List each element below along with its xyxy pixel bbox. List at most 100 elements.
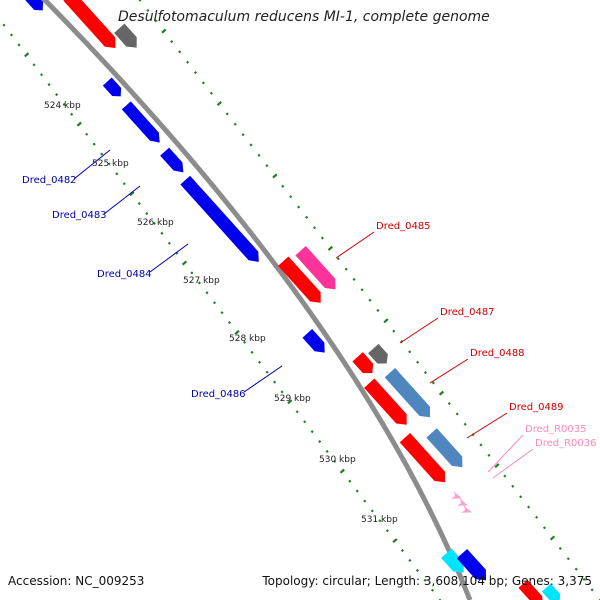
tick-dot (535, 515, 539, 519)
tick-dot (339, 468, 345, 474)
tick-dot (325, 449, 329, 453)
gene-label[interactable]: Dred_0483 (52, 210, 107, 221)
tick-dot (137, 201, 141, 206)
gene-arrow (63, 0, 116, 49)
tick-dot (272, 173, 278, 179)
tick-dot (590, 588, 594, 592)
tick-dot (100, 152, 104, 156)
label-leader-lines (73, 149, 534, 479)
tick-dot (511, 484, 515, 488)
tick-dot (415, 568, 419, 572)
gene-arrow (456, 548, 487, 581)
gene-arrow (278, 256, 321, 303)
gene-arrow (302, 328, 325, 353)
tick-dot (76, 121, 82, 127)
tick-dot (305, 215, 309, 219)
tick-dot (154, 19, 158, 23)
tick-label: 528 kbp (229, 334, 266, 344)
tick-dot (360, 288, 364, 292)
gene-label[interactable]: Dred_0487 (440, 307, 495, 318)
tick-dot (70, 112, 74, 116)
gene-arrow (352, 352, 374, 374)
tick-dot (487, 453, 491, 457)
tick-dot (209, 91, 213, 95)
tick-dot (265, 164, 269, 168)
tick-dot (186, 60, 190, 64)
tick-dot (129, 191, 135, 197)
tick-dot (400, 548, 404, 553)
accession-text: Accession: NC_009253 (8, 574, 145, 588)
leader-line (399, 317, 439, 344)
tick-dot (318, 439, 322, 444)
tick-dot (297, 205, 301, 209)
page-title: Desulfotomaculum reducens MI-1, complete… (118, 9, 490, 25)
tick-dot (327, 245, 333, 251)
gene-label[interactable]: Dred_R0035 (525, 424, 587, 435)
gene-arrow (102, 77, 122, 97)
tick-dot (146, 8, 150, 12)
gene-label[interactable]: Dred_0486 (191, 389, 246, 400)
tick-dot (167, 241, 171, 245)
tick-label: 531 kbp (361, 515, 398, 525)
tick-dot (392, 329, 396, 333)
gene-label[interactable]: Dred_0488 (470, 348, 525, 359)
tick-dot (249, 143, 253, 147)
tick-dot (24, 52, 30, 58)
gene-features (24, 0, 561, 600)
tick-dot (549, 535, 556, 541)
gene-label[interactable]: Dred_0485 (376, 221, 431, 232)
tick-dot (385, 529, 389, 533)
tick-dot (438, 390, 445, 396)
tick-dot (378, 519, 382, 523)
tick-dot (220, 311, 224, 315)
tick-dot (438, 598, 442, 600)
gene-label[interactable]: Dred_R0036 (535, 438, 597, 449)
tick-label: 527 kbp (183, 276, 220, 286)
leader-line (429, 358, 469, 384)
leader-line (243, 365, 283, 393)
tick-dot (197, 281, 201, 285)
tick-dot (310, 430, 314, 434)
tick-dot (190, 271, 194, 275)
gene-arrow (24, 0, 44, 11)
tick-dot (205, 291, 209, 295)
gene-label[interactable]: Dred_0484 (97, 269, 152, 280)
tick-dot (32, 63, 36, 67)
tick-label: 529 kbp (274, 394, 311, 404)
tick-dot (598, 598, 600, 600)
gene-arrow (114, 23, 137, 48)
tick-dot (383, 318, 389, 324)
tick-dot (170, 39, 174, 44)
tick-label: 530 kbp (319, 455, 356, 465)
tick-dot (281, 184, 285, 188)
tick-dot (9, 33, 14, 37)
leader-line (335, 231, 375, 259)
tick-dot (115, 172, 119, 176)
tick-dot (289, 195, 293, 199)
tick-dot (431, 381, 435, 385)
tick-label: 524 kbp (44, 101, 81, 111)
rna-chevron (450, 491, 462, 499)
tick-dot (416, 360, 420, 364)
gene-arrow (368, 343, 388, 364)
gene-label[interactable]: Dred_0482 (22, 175, 77, 186)
tick-dot (423, 578, 427, 582)
gene-arrow (364, 378, 407, 425)
leader-line (73, 149, 111, 180)
tick-dot (295, 410, 299, 414)
gene-arrow (426, 428, 463, 468)
gene-label[interactable]: Dred_0489 (509, 402, 564, 413)
leader-line (466, 412, 508, 439)
tick-dot (85, 132, 89, 136)
gene-arrow (384, 368, 431, 418)
tick-dot (55, 92, 59, 97)
tick-dot (363, 499, 367, 503)
tick-dot (280, 390, 284, 394)
tick-dot (566, 557, 570, 561)
gene-arrow (295, 245, 336, 290)
tick-dot (355, 489, 359, 493)
tick-dot (558, 546, 562, 550)
tick-dot (193, 70, 198, 75)
